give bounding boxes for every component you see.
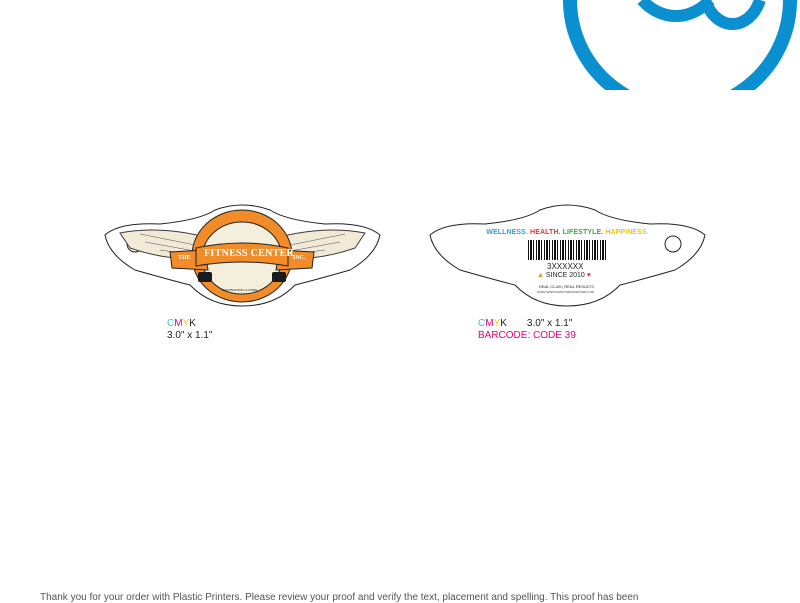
tagline-wellness: WELLNESS. bbox=[486, 229, 528, 236]
banner-right-text: INC. bbox=[293, 255, 306, 261]
spec-front: CMYK 3.0" x 1.1" bbox=[167, 318, 212, 342]
card-front: THE FITNESS CENTER INC. BODYBUILDING & M… bbox=[100, 200, 385, 312]
card-front-art bbox=[104, 204, 381, 307]
barcode-number: 3XXXXXX bbox=[547, 262, 584, 271]
tagline-health: HEALTH. bbox=[530, 229, 561, 236]
cmyk-label: CMYK bbox=[167, 318, 196, 329]
since-text: SINCE 2010 bbox=[545, 272, 585, 279]
banner-left-text: THE bbox=[178, 255, 191, 261]
tagline-happiness: HAPPINESS. bbox=[605, 229, 649, 236]
tagline: WELLNESS. HEALTH. LIFESTYLE. HAPPINESS. bbox=[425, 229, 710, 236]
dumbbell-icon bbox=[198, 272, 286, 282]
card-back: WELLNESS. HEALTH. LIFESTYLE. HAPPINESS. … bbox=[425, 200, 710, 312]
club-line: REAL CLUB | REAL RESULTS bbox=[539, 284, 594, 289]
since-row: ▲ SINCE 2010 ♥ bbox=[537, 272, 591, 279]
hole-icon bbox=[664, 235, 682, 253]
website-line: WWW.SPRINGWIFITNESSCENTER.COM bbox=[537, 290, 595, 294]
barcode bbox=[528, 240, 606, 260]
footer-note: Thank you for your order with Plastic Pr… bbox=[40, 592, 639, 603]
brand-logo-arc bbox=[563, 0, 797, 90]
banner-center-text: FITNESS CENTER bbox=[204, 248, 295, 259]
tagline-lifestyle: LIFESTYLE. bbox=[562, 229, 604, 236]
barcode-type-label: BARCODE: CODE 39 bbox=[478, 330, 576, 341]
flame-icon: ▲ bbox=[537, 272, 544, 279]
heart-icon: ♥ bbox=[586, 272, 591, 279]
shield-bottom-text: BODYBUILDING & MORE bbox=[222, 288, 258, 292]
dimensions-label: 3.0" x 1.1" bbox=[526, 318, 573, 329]
dimensions-label: 3.0" x 1.1" bbox=[167, 330, 213, 341]
